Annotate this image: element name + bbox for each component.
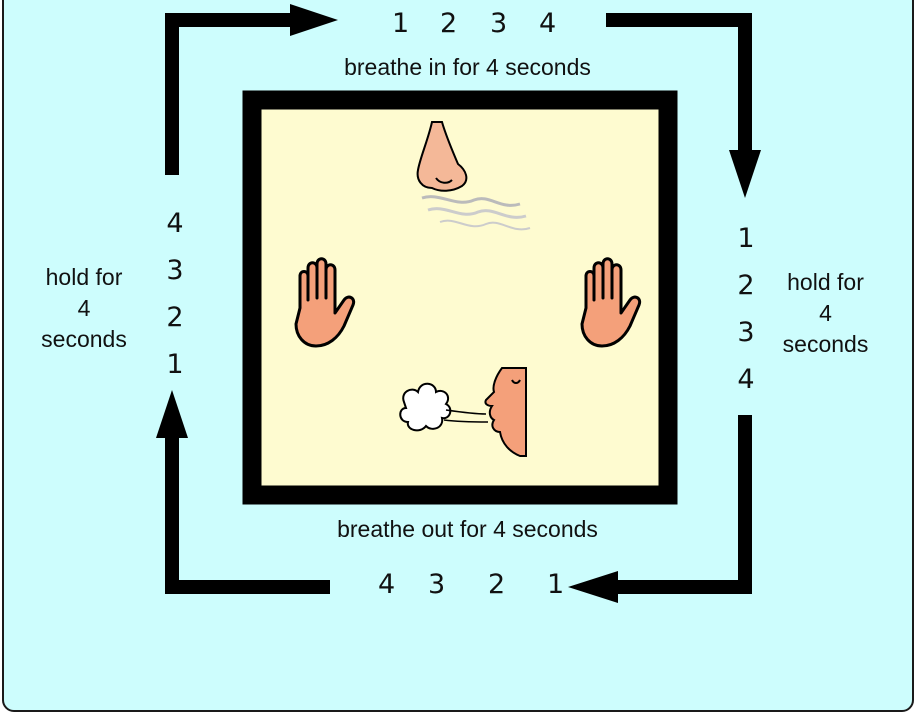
bottom-count-2: 2 [488,571,505,598]
top-count-3: 3 [490,10,507,37]
bottom-left-arrow-head [156,390,188,438]
top-label: breathe in for 4 seconds [310,52,625,83]
left-count-2: 2 [166,294,183,341]
right-count-1: 1 [737,215,754,262]
bottom-right-arrow-head [568,571,618,603]
bottom-label: breathe out for 4 seconds [300,514,635,545]
right-label-line3: seconds [768,329,883,360]
top-left-arrow-head [290,4,338,36]
top-count-4: 4 [539,10,556,37]
left-count-4: 4 [166,200,183,247]
right-count-2: 2 [737,262,754,309]
left-count-1: 1 [166,341,183,388]
top-right-arrow-head [729,150,761,198]
right-label-line2: 4 [768,298,883,329]
right-count-3: 3 [737,309,754,356]
left-label-line2: 4 [28,293,140,324]
left-count-3: 3 [166,247,183,294]
left-label-line1: hold for [28,262,140,293]
right-label: hold for 4 seconds [768,267,883,360]
right-label-line1: hold for [768,267,883,298]
left-label: hold for 4 seconds [28,262,140,355]
bottom-count-1: 1 [547,571,564,598]
top-count-1: 1 [392,10,409,37]
left-counts: 4 3 2 1 [161,200,189,388]
left-label-line3: seconds [28,324,140,355]
bottom-count-3: 3 [428,571,445,598]
right-counts: 1 2 3 4 [732,215,760,403]
right-count-4: 4 [737,356,754,403]
bottom-count-4: 4 [378,571,395,598]
top-count-2: 2 [440,10,457,37]
